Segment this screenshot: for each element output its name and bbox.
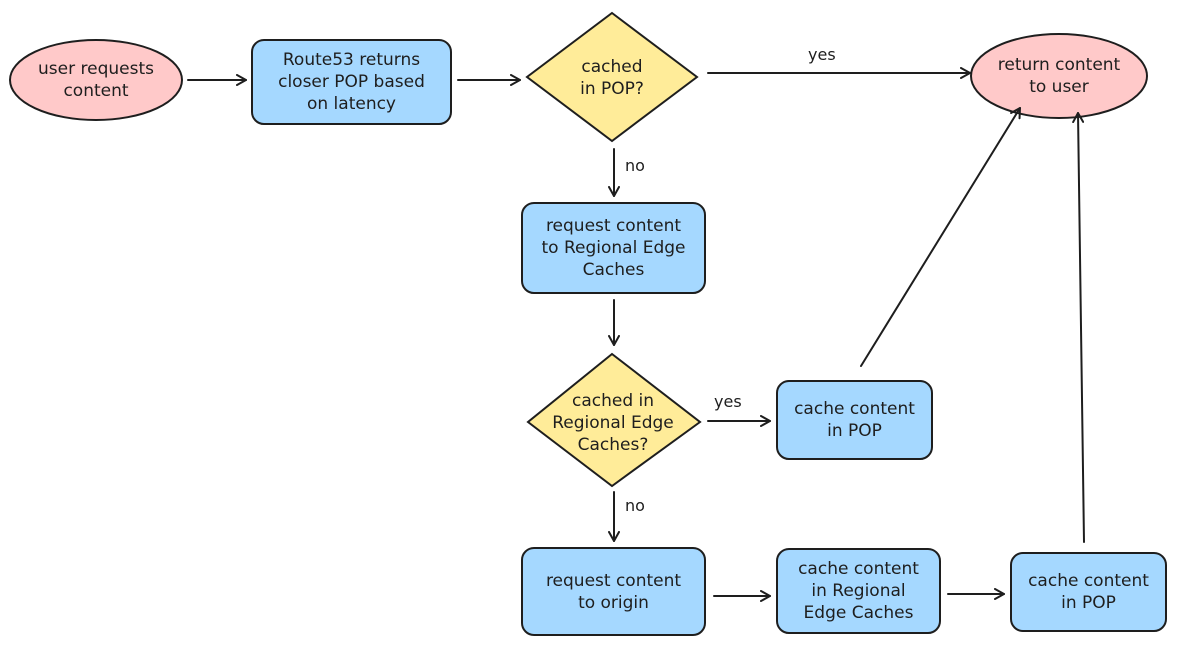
node-request-origin-shape [521,547,706,636]
node-user-requests-label: user requests content [38,59,154,101]
node-cache-rec-label: cache content in Regional Edge Caches [798,559,919,623]
edge-label-no-cached-pop: no [625,156,645,175]
node-route53-shape [251,39,452,125]
edge-cache-pop-1-to-return [860,107,1021,367]
edge-label-yes-cached-pop: yes [808,45,836,64]
node-request-origin-label: request content to origin [545,571,682,613]
node-cached-pop-shape [525,11,699,143]
node-request-rec-shape [521,202,706,294]
node-return-content-label: return content to user [997,55,1121,97]
edge-label-yes-cached-rec: yes [714,392,742,411]
node-cache-rec-shape [776,548,941,634]
edge-label-no-cached-rec: no [625,496,645,515]
edge-cache-pop-2-to-return [1072,112,1085,543]
node-cached-pop-label: cached in POP? [580,57,644,99]
node-user-requests-shape [9,39,183,121]
node-route53-label: Route53 returns closer POP based on late… [278,50,425,114]
node-return-content-shape [970,33,1148,119]
node-request-rec-label: request content to Regional Edge Caches [541,216,686,280]
node-cached-rec-shape [526,352,702,488]
node-cache-pop-1-label: cache content in POP [794,399,915,441]
node-cache-pop-2-label: cache content in POP [1028,571,1149,613]
node-cached-rec-label: cached in Regional Edge Caches? [552,391,674,455]
node-cache-pop-1-shape [776,380,933,460]
node-cache-pop-2-shape [1010,552,1167,632]
